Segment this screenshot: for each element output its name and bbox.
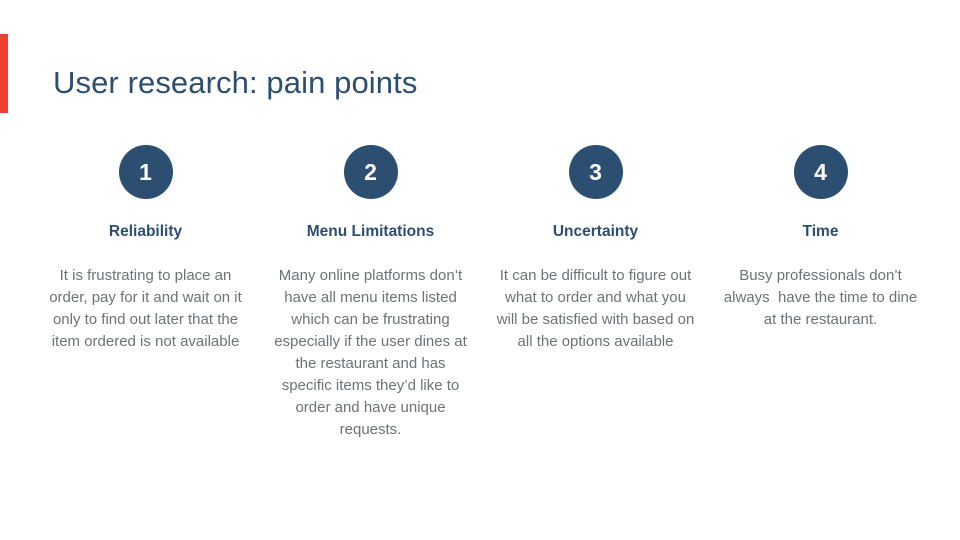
column-heading-3: Uncertainty bbox=[552, 223, 639, 240]
column-heading-4: Time bbox=[802, 223, 839, 240]
column-heading-2: Menu Limitations bbox=[306, 223, 435, 240]
number-badge-label: 3 bbox=[589, 158, 602, 185]
number-badge-4: 4 bbox=[793, 145, 848, 199]
red-accent-bar bbox=[0, 34, 8, 113]
column-heading-1: Reliability bbox=[108, 223, 183, 240]
pain-point-column-4: 4 Time Busy professionals don’t always h… bbox=[708, 145, 933, 331]
column-body-2: Many online platforms don’t have all men… bbox=[274, 267, 471, 438]
number-badge-1: 1 bbox=[118, 145, 173, 199]
number-badge-label: 2 bbox=[364, 158, 377, 185]
pain-point-column-2: 2 Menu Limitations Many online platforms… bbox=[258, 145, 483, 441]
column-body-1: It is frustrating to place an order, pay… bbox=[49, 267, 246, 350]
pain-point-columns: 1 Reliability It is frustrating to place… bbox=[33, 145, 933, 441]
column-body-4: Busy professionals don’t always have the… bbox=[723, 267, 922, 328]
column-body-3: It can be difficult to figure out what t… bbox=[496, 267, 699, 350]
page-title: User research: pain points bbox=[53, 65, 418, 100]
number-badge-3: 3 bbox=[568, 145, 623, 199]
pain-point-column-1: 1 Reliability It is frustrating to place… bbox=[33, 145, 258, 353]
pain-point-column-3: 3 Uncertainty It can be difficult to fig… bbox=[483, 145, 708, 353]
number-badge-2: 2 bbox=[343, 145, 398, 199]
number-badge-label: 4 bbox=[814, 158, 827, 185]
number-badge-label: 1 bbox=[139, 158, 152, 185]
